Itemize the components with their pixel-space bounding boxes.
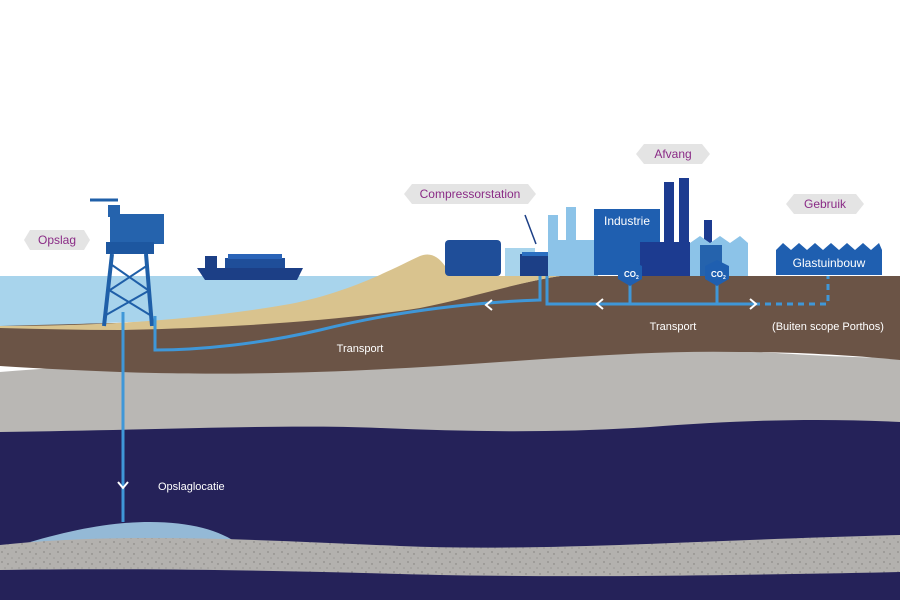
flow-arrows xyxy=(117,298,758,490)
beach-sand xyxy=(0,254,560,330)
greenhouse xyxy=(776,243,882,275)
label-buiten-scope: (Buiten scope Porthos) xyxy=(772,321,884,333)
label-glastuinbouw: Glastuinbouw xyxy=(793,256,866,270)
soil-layer xyxy=(0,276,900,374)
svg-text:CO2: CO2 xyxy=(711,270,726,281)
co2-badge-left: CO2 xyxy=(618,260,642,286)
container-ship xyxy=(197,254,303,280)
tag-gebruik: Gebruik xyxy=(786,194,864,214)
svg-text:Gebruik: Gebruik xyxy=(804,197,847,211)
tag-compressorstation: Compressorstation xyxy=(404,184,536,204)
label-transport-sea: Transport xyxy=(337,343,384,355)
tag-opslag: Opslag xyxy=(24,230,90,250)
offshore-platform xyxy=(90,198,164,327)
svg-text:CO2: CO2 xyxy=(624,270,639,281)
sea xyxy=(0,276,460,326)
label-industrie: Industrie xyxy=(604,214,650,228)
compressor-station xyxy=(445,240,564,276)
label-transport-land: Transport xyxy=(650,321,697,333)
co2-badge-right: CO2 xyxy=(705,260,729,286)
gravel-layer xyxy=(0,535,900,577)
svg-text:Afvang: Afvang xyxy=(654,147,691,161)
tag-afvang: Afvang xyxy=(636,144,710,164)
label-opslaglocatie: Opslaglocatie xyxy=(158,481,225,493)
svg-text:Compressorstation: Compressorstation xyxy=(420,187,521,201)
svg-text:Opslag: Opslag xyxy=(38,233,76,247)
